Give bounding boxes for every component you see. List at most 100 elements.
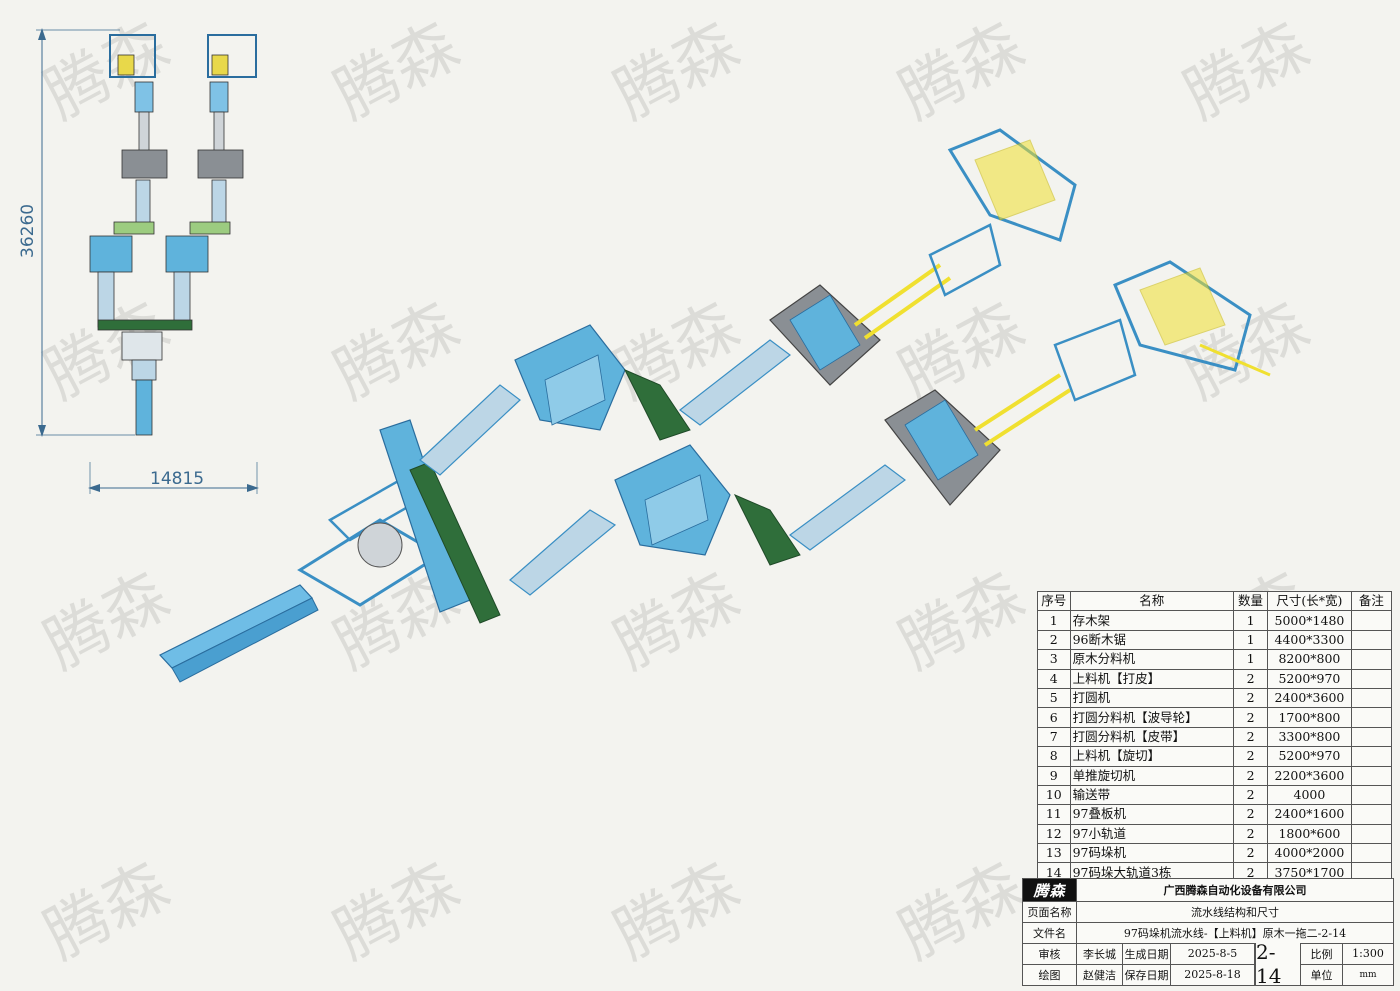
cell-size: 5200*970 xyxy=(1267,746,1352,767)
cell-note xyxy=(1350,804,1393,825)
cell-qty: 1 xyxy=(1232,610,1269,631)
cell-name: 单推旋切机 xyxy=(1069,765,1234,786)
page-name-label: 页面名称 xyxy=(1023,901,1077,922)
cell-qty: 2 xyxy=(1232,765,1269,786)
cell-name: 原木分料机 xyxy=(1069,649,1234,670)
palletizer-upper xyxy=(947,128,1077,242)
palletizer-lower xyxy=(1113,260,1252,372)
cell-note xyxy=(1350,649,1393,670)
cell-size: 2400*3600 xyxy=(1267,687,1352,709)
isometric-line xyxy=(159,128,1271,683)
title-block: 腾森 广西腾森自动化设备有限公司 页面名称 流水线结构和尺寸 文件名 97码垛机… xyxy=(1022,878,1394,988)
cell-name: 上料机【旋切】 xyxy=(1069,746,1234,767)
cell-qty: 2 xyxy=(1232,843,1269,864)
scale-value: 1:300 xyxy=(1352,947,1384,960)
cell-qty: 2 xyxy=(1232,804,1269,825)
cell-qty: 1 xyxy=(1232,649,1269,670)
created-label: 生成日期 xyxy=(1123,943,1171,964)
cell-note xyxy=(1350,629,1393,651)
header-no: 序号 xyxy=(1037,590,1071,612)
cell-qty: 2 xyxy=(1232,707,1269,728)
header-note: 备注 xyxy=(1350,590,1393,612)
stacker-conveyor-lower xyxy=(1053,318,1137,402)
cell-no: 13 xyxy=(1037,843,1071,864)
company-name: 广西腾森自动化设备有限公司 xyxy=(1163,884,1307,897)
cell-size: 5200*970 xyxy=(1267,668,1352,689)
cell-no: 2 xyxy=(1037,629,1071,651)
cell-no: 10 xyxy=(1037,784,1071,806)
company-logo: 腾森 xyxy=(1023,879,1077,901)
unit-value: mm xyxy=(1359,969,1377,980)
header-name: 名称 xyxy=(1069,590,1234,612)
cell-size: 5000*1480 xyxy=(1267,610,1352,631)
cell-name: 97叠板机 xyxy=(1069,804,1234,825)
cell-no: 12 xyxy=(1037,823,1071,845)
cell-size: 8200*800 xyxy=(1267,649,1352,670)
drafter-label: 绘图 xyxy=(1023,964,1077,985)
cell-name: 打圆分料机【波导轮】 xyxy=(1069,707,1234,728)
saved-label: 保存日期 xyxy=(1123,964,1171,985)
cell-name: 97小轨道 xyxy=(1069,823,1234,845)
drafter: 赵健洁 xyxy=(1077,964,1123,985)
cell-qty: 2 xyxy=(1232,668,1269,689)
file-name: 97码垛机流水线-【上料机】原木一拖二-2-14 xyxy=(1123,926,1347,940)
cell-size: 2200*3600 xyxy=(1267,765,1352,786)
parts-table-header: 序号 名称 数量 尺寸(长*宽) 备注 xyxy=(1037,590,1393,612)
log-storage-rack xyxy=(159,584,313,669)
cell-no: 11 xyxy=(1037,804,1071,825)
cell-note xyxy=(1350,610,1393,631)
cell-name: 96断木锯 xyxy=(1069,629,1234,651)
created-date: 2025-8-5 xyxy=(1171,943,1255,964)
cell-no: 3 xyxy=(1037,649,1071,670)
cell-name: 输送带 xyxy=(1069,784,1234,806)
scale-label: 比例 xyxy=(1301,943,1343,964)
header-qty: 数量 xyxy=(1232,590,1269,612)
cell-size: 3750*1700 xyxy=(1267,862,1352,883)
header-size: 尺寸(长*宽) xyxy=(1267,590,1352,612)
cell-qty: 1 xyxy=(1232,629,1269,651)
cell-size: 4000 xyxy=(1267,784,1352,806)
cell-note xyxy=(1350,726,1393,748)
cell-note xyxy=(1350,687,1393,709)
drawing-number: 2-14 xyxy=(1255,940,1301,988)
cell-qty: 2 xyxy=(1232,784,1269,806)
saved-date: 2025-8-18 xyxy=(1171,964,1255,985)
cell-no: 4 xyxy=(1037,668,1071,689)
cell-no: 5 xyxy=(1037,687,1071,709)
cell-qty: 2 xyxy=(1232,823,1269,845)
cell-name: 97码垛机 xyxy=(1069,843,1234,864)
cell-name: 打圆机 xyxy=(1069,687,1234,709)
cell-size: 1800*600 xyxy=(1267,823,1352,845)
cell-name: 打圆分料机【皮带】 xyxy=(1069,726,1234,748)
cell-note xyxy=(1350,784,1393,806)
overall-width-dimension: 14815 xyxy=(150,469,205,489)
cell-name: 上料机【打皮】 xyxy=(1069,668,1234,689)
cell-note xyxy=(1350,707,1393,728)
reviewer-label: 审核 xyxy=(1023,943,1077,964)
cell-note xyxy=(1350,823,1393,845)
cell-no: 6 xyxy=(1037,707,1071,728)
cell-size: 4400*3300 xyxy=(1267,629,1352,651)
cell-size: 3300*800 xyxy=(1267,726,1352,748)
stacker-conveyor-upper xyxy=(928,223,1002,297)
cell-note xyxy=(1350,843,1393,864)
cell-size: 1700*800 xyxy=(1267,707,1352,728)
file-name-label: 文件名 xyxy=(1023,922,1077,943)
top-view-layout xyxy=(36,28,259,494)
page-name: 流水线结构和尺寸 xyxy=(1191,905,1279,919)
